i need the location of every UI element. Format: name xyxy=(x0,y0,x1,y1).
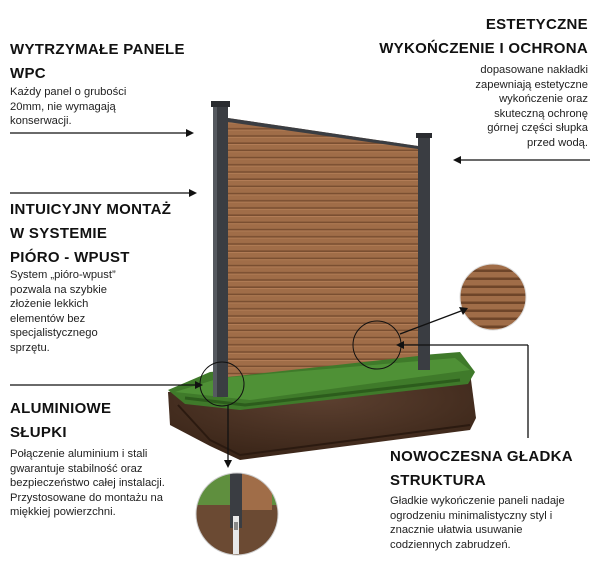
post-anchor-detail-circle xyxy=(196,473,278,555)
posts-desc-line: Połączenie aluminium i stali xyxy=(10,448,148,460)
posts-desc-line: Przystosowane do montażu na xyxy=(10,491,163,504)
texture-desc-line: Gładkie wykończenie paneli nadaje xyxy=(390,495,565,507)
wpc-panel xyxy=(228,118,418,377)
panels-desc-line: Każdy panel o grubości xyxy=(10,86,127,98)
texture-title: NOWOCZESNA GŁADKA STRUKTURA xyxy=(390,445,573,493)
arrow-heads xyxy=(186,129,468,468)
finish-title-line1: ESTETYCZNE xyxy=(485,16,588,33)
panels-title-line1: WYTRZYMAŁE PANELE xyxy=(10,41,185,58)
panels-title: WYTRZYMAŁE PANELE WPC xyxy=(10,38,185,86)
finish-desc-line: przed wodą. xyxy=(527,136,588,149)
finish-desc-line: górnej części słupka xyxy=(487,122,588,134)
assembly-desc-line: pozwala na szybkie xyxy=(10,283,108,296)
texture-desc-line: ogrodzeniu minimalistyczny styl i xyxy=(390,509,553,522)
panels-desc-line: 20mm, nie wymagają xyxy=(10,100,116,113)
connector-lines xyxy=(10,132,590,462)
posts-description: Połączenie aluminium i stali gwarantuje … xyxy=(10,447,165,520)
texture-title-line2: STRUKTURA xyxy=(390,472,487,489)
posts-title: ALUMINIOWE SŁUPKI xyxy=(10,397,111,445)
texture-title-line1: NOWOCZESNA GŁADKA xyxy=(390,448,573,465)
finish-desc-line: dopasowane nakładki xyxy=(480,64,588,76)
assembly-desc-line: elementów bez xyxy=(10,312,86,325)
finish-description: dopasowane nakładki zapewniają estetyczn… xyxy=(475,63,588,150)
finish-desc-line: wykończenie oraz xyxy=(499,93,588,105)
finish-desc-line: zapewniają estetyczne xyxy=(475,78,588,91)
assembly-title-line3: PIÓRO - WPUST xyxy=(10,249,130,266)
posts-desc-line: bezpieczeństwo całej instalacji. xyxy=(10,477,165,489)
posts-title-line2: SŁUPKI xyxy=(10,424,67,441)
texture-desc-line: znacznie ułatwia usuwanie xyxy=(390,524,523,536)
posts-desc-line: miękkiej powierzchni. xyxy=(10,506,116,518)
assembly-description: System „pióro-wpust” pozwala na szybkie … xyxy=(10,268,116,355)
assembly-title-line2: W SYSTEMIE xyxy=(10,225,108,242)
panels-title-line2: WPC xyxy=(10,65,46,82)
assembly-desc-line: sprzętu. xyxy=(10,341,50,354)
finish-desc-line: skuteczną ochronę xyxy=(494,107,588,120)
assembly-desc-line: System „pióro-wpust” xyxy=(10,269,116,281)
finish-title-line2: WYKOŃCZENIE I OCHRONA xyxy=(379,40,588,57)
texture-detail-circle xyxy=(460,264,526,330)
texture-description: Gładkie wykończenie paneli nadaje ogrodz… xyxy=(390,494,565,552)
finish-title: ESTETYCZNE WYKOŃCZENIE I OCHRONA xyxy=(379,13,588,61)
assembly-title: INTUICYJNY MONTAŻ W SYSTEMIE PIÓRO - WPU… xyxy=(10,198,171,270)
assembly-desc-line: specjalistycznego xyxy=(10,327,98,339)
panels-description: Każdy panel o grubości 20mm, nie wymagaj… xyxy=(10,85,126,129)
assembly-title-line1: INTUICYJNY MONTAŻ xyxy=(10,201,172,218)
panels-desc-line: konserwacji. xyxy=(10,115,72,127)
assembly-desc-line: złożenie lekkich xyxy=(10,298,89,310)
grass-top xyxy=(168,352,475,410)
posts-title-line1: ALUMINIOWE xyxy=(10,400,112,417)
posts-desc-line: gwarantuje stabilność oraz xyxy=(10,462,143,475)
texture-desc-line: codziennych zabrudzeń. xyxy=(390,538,511,551)
aluminium-posts xyxy=(211,101,432,397)
